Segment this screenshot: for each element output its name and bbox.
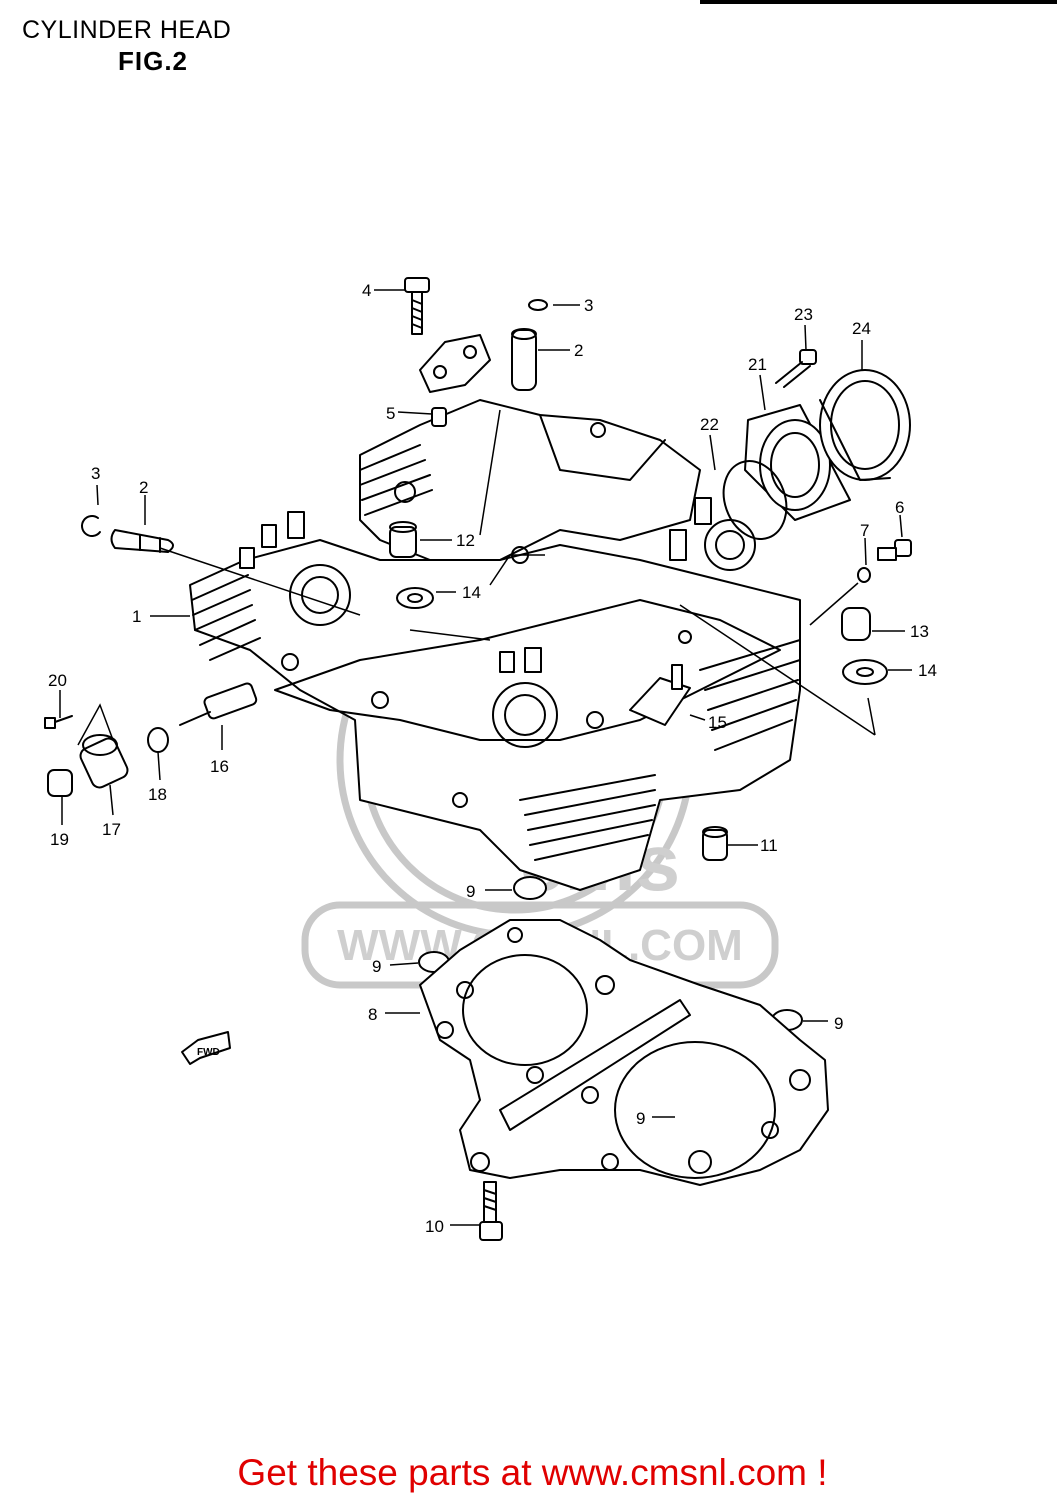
fwd-arrow-icon: FWD: [181, 1031, 231, 1065]
callout-label: 13: [910, 622, 929, 641]
callout-label: 12: [456, 531, 475, 550]
washer-part-14-right: [842, 659, 888, 685]
callout-label: 23: [794, 305, 813, 324]
cap-nut-part-13: [841, 607, 871, 641]
callout-label: 24: [852, 319, 871, 338]
callout-label: 9: [466, 882, 475, 901]
callout-labels: 4 3 2 23 24 21 5 22 3 2 12 6 7 14 1 13 1…: [48, 281, 937, 1236]
intake-boot-part-24: [819, 369, 911, 481]
o-ring-part-22: [722, 460, 788, 540]
bolt-part-6: [877, 539, 912, 561]
circlip-part-3-top: [528, 299, 548, 311]
head-gasket-part-8: [419, 919, 829, 1186]
bolt-part-4: [404, 277, 430, 335]
callout-label: 18: [148, 785, 167, 804]
callout-label: 2: [574, 341, 583, 360]
callout-label: 6: [895, 498, 904, 517]
callout-label: 19: [50, 830, 69, 849]
washer-part-14-left: [396, 587, 434, 609]
callout-label: 9: [834, 1014, 843, 1033]
circlip-part-3-left: [81, 515, 101, 537]
dowel-part-5: [431, 407, 447, 427]
callout-label: 10: [425, 1217, 444, 1236]
callout-label: 2: [139, 478, 148, 497]
callout-label: 5: [386, 404, 395, 423]
page-title: CYLINDER HEAD: [22, 16, 232, 44]
callout-label: 16: [210, 757, 229, 776]
callout-label: 7: [860, 521, 869, 540]
callout-label: 14: [918, 661, 937, 680]
o-ring-part-18: [147, 727, 169, 753]
callout-label: 9: [372, 957, 381, 976]
bolt-part-10: [479, 1181, 503, 1241]
figure-number: FIG.2: [118, 46, 189, 76]
bracket-part: [419, 334, 491, 393]
cap-part-19: [47, 769, 73, 797]
dowel-part-11: [702, 826, 728, 861]
washer-part-7: [857, 567, 871, 583]
callout-label: 4: [362, 281, 371, 300]
callout-label: 11: [760, 836, 778, 855]
callout-label: 15: [708, 713, 727, 732]
housing-part-17: [79, 734, 129, 789]
callout-label: 21: [748, 355, 767, 374]
callout-label: 1: [132, 607, 141, 626]
valve-guide-part-2-top: [511, 328, 537, 391]
gear-part-16: [179, 682, 258, 726]
cylinder-head: [189, 399, 801, 891]
screw-part-20: [44, 715, 73, 729]
callout-label: 3: [91, 464, 100, 483]
top-rule: [700, 0, 1057, 4]
callout-label: 8: [368, 1005, 377, 1024]
spark-plug-part-15: [629, 664, 691, 726]
callout-label: 3: [584, 296, 593, 315]
callout-label: 9: [636, 1109, 645, 1128]
callout-label: 14: [462, 583, 481, 602]
callout-label: 17: [102, 820, 121, 839]
callout-label: 20: [48, 671, 67, 690]
fwd-label: FWD: [197, 1047, 220, 1058]
leader-lines: [59, 289, 912, 1226]
cap-nut-part-12: [389, 521, 417, 558]
valve-guide-part-2-left: [110, 529, 174, 553]
callout-label: 22: [700, 415, 719, 434]
screw-part-23: [775, 349, 817, 388]
footer-link[interactable]: Get these parts at www.cmsnl.com !: [237, 1452, 828, 1493]
